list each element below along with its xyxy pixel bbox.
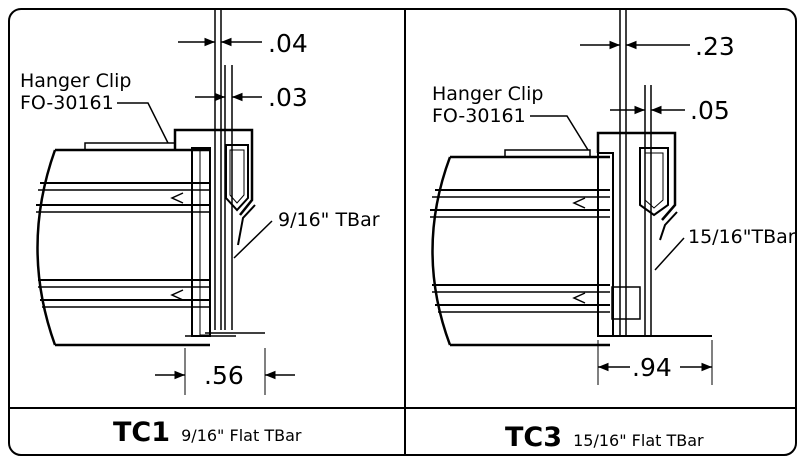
fixture-body-tc1 — [36, 142, 210, 347]
caption-tc3: TC3 15/16" Flat TBar — [505, 422, 704, 453]
caption-sub: 15/16" Flat TBar — [573, 431, 704, 450]
hanger-clip-leader — [117, 102, 169, 144]
caption-sub: 9/16" Flat TBar — [181, 426, 302, 445]
outer-frame — [8, 8, 797, 456]
panel-tc3: .23 .05 Hanger Clip FO-30161 15/16"TBar … — [430, 10, 796, 453]
caption-tc1: TC1 9/16" Flat TBar — [113, 417, 302, 448]
dimension-mid-label: .05 — [690, 96, 730, 125]
hanger-clip-tc1 — [173, 128, 256, 246]
tbar-label: 15/16"TBar — [688, 226, 796, 248]
tbar-leader — [654, 237, 685, 271]
dimension-56 — [155, 348, 295, 395]
tbar-profile-tc1 — [185, 10, 265, 337]
hanger-clip-leader — [530, 115, 589, 151]
hanger-clip-label-line1: Hanger Clip — [432, 83, 543, 105]
hanger-clip-label-line1: Hanger Clip — [20, 70, 131, 92]
panel-tc1: .04 .03 Hanger Clip FO-30161 9/16" TBar … — [20, 10, 380, 448]
tbar-leader — [233, 220, 273, 259]
hanger-clip-label-line2: FO-30161 — [20, 92, 114, 114]
dimension-bottom-label: .94 — [632, 353, 672, 382]
hanger-clip-label-line2: FO-30161 — [432, 105, 526, 127]
dimension-bottom-label: .56 — [204, 361, 244, 390]
fixture-body-tc3 — [430, 149, 641, 347]
hanger-clip-tc3 — [596, 131, 678, 241]
tbar-profile-tc3 — [597, 10, 712, 337]
dimension-94 — [597, 340, 713, 385]
dimension-mid-label: .03 — [268, 83, 308, 112]
caption-main: TC1 — [113, 417, 170, 448]
dimension-top-label: .23 — [695, 32, 735, 61]
tbar-label: 9/16" TBar — [278, 209, 380, 231]
dimension-top-label: .04 — [268, 29, 308, 58]
caption-main: TC3 — [505, 422, 562, 453]
